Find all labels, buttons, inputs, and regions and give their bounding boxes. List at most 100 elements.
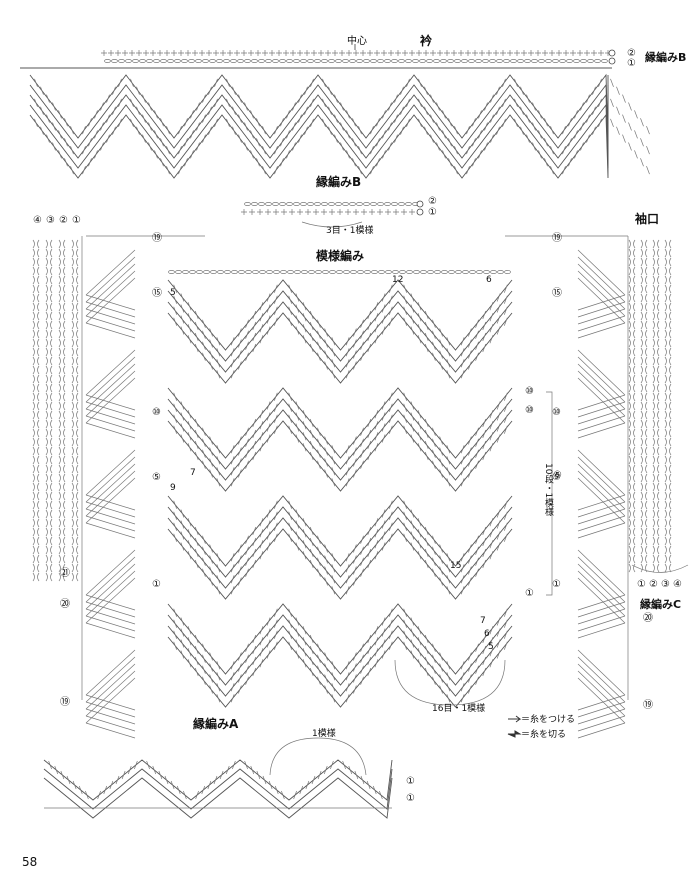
left-column-diagonal: [85, 649, 136, 711]
pattern-left-number-5: 5: [170, 288, 176, 298]
sleeve-bottom-mark-2: ②: [649, 579, 658, 590]
left-column-diagonal: [85, 249, 136, 311]
sleeve-mark-19-top: ⑲: [552, 232, 562, 244]
pattern-top-number-12: 12: [392, 275, 403, 285]
sleeve-column-diagonal: [577, 663, 626, 725]
sleeve-mark-10: ⑩: [552, 407, 561, 418]
pattern-zigzag-row-stitches: [173, 414, 508, 476]
edging-a-row-mark-1b: ①: [406, 793, 415, 804]
pattern-zigzag-row: [167, 398, 513, 470]
pattern-zigzag-row: [167, 301, 513, 373]
left-column-diagonal: [85, 477, 136, 539]
collar-row-mark-1: ①: [627, 58, 636, 69]
collar-edge-row-2: [101, 50, 611, 56]
sleeve-column-diagonal: [577, 249, 626, 311]
pattern-right-number-6: 6: [484, 629, 490, 639]
pattern-zigzag-row-stitches: [173, 295, 508, 357]
sleeve-column-diagonal: [577, 356, 626, 418]
pattern-zigzag-row: [167, 517, 513, 589]
sleeve-mark-5: ⑤: [552, 472, 561, 483]
edging-a-repeat-arc: [269, 737, 367, 776]
sleeve-column-diagonal: [577, 670, 626, 732]
sleeve-column-diagonal: [577, 656, 626, 718]
collar-zigzag-row: [29, 113, 609, 179]
sleeve-column-diagonal: [577, 556, 626, 618]
left-column-stitches: [71, 239, 79, 582]
sleeve-edge-mark-20: ⑳: [643, 612, 653, 624]
edging-b-row-1: [241, 209, 423, 215]
sleeve-column-stitches: [652, 239, 660, 573]
pattern-zigzag-row: [167, 614, 513, 686]
row-marker-dot: [608, 57, 616, 65]
edging-b-title: 縁編みB: [316, 174, 361, 189]
sleeve-mark-1: ①: [552, 579, 561, 590]
sleeve-bottom-mark-4: ④: [673, 579, 682, 590]
collar-zigzag-row-stitches: [34, 98, 650, 155]
sleeve-column-diagonal: [577, 263, 626, 325]
left-column-diagonal: [85, 463, 136, 525]
sleeve-column-stitches: [664, 239, 672, 573]
pattern-right-number-7: 7: [480, 616, 486, 626]
collar-center-label: 中心: [347, 34, 367, 47]
left-column-diagonal: [85, 656, 136, 718]
sleeve-edge-c: [631, 564, 689, 573]
left-mark-1: ①: [152, 579, 161, 590]
page-number: 58: [22, 855, 37, 869]
pattern-zigzag-row: [167, 603, 513, 675]
edging-a-zigzag-row: [43, 777, 393, 819]
left-column-diagonal: [85, 556, 136, 618]
pattern-right-mark-10-b: ⑩: [525, 405, 534, 416]
pattern-left-number-7: 7: [190, 468, 196, 478]
sleeve-column-diagonal: [577, 370, 626, 432]
edging-a-row-mark-1a: ①: [406, 776, 415, 787]
pattern-top-number-6: 6: [486, 275, 492, 285]
left-column-diagonal: [85, 456, 136, 518]
pattern-zigzag-row-stitches: [173, 641, 508, 703]
sleeve-column-diagonal: [577, 277, 626, 339]
left-column-diagonal: [85, 570, 136, 632]
left-column-diagonal: [85, 670, 136, 732]
pattern-zigzag-row: [167, 636, 513, 708]
edging-a-repeat-label: 1模様: [312, 727, 336, 739]
left-top-mark-3: ③: [46, 215, 55, 226]
sleeve-column-diagonal: [577, 270, 626, 332]
left-column-diagonal: [85, 270, 136, 332]
pattern-zigzag-row: [167, 279, 513, 351]
left-column-stitches: [32, 239, 40, 582]
left-column-diagonal: [85, 356, 136, 418]
left-column-diagonal: [85, 277, 136, 339]
pattern-zigzag-row-stitches: [173, 608, 508, 670]
pattern-zigzag-row: [167, 312, 513, 384]
left-column-diagonal: [85, 363, 136, 425]
sleeve-mark-19-bottom: ⑲: [643, 699, 653, 711]
sleeve-column-diagonal: [577, 363, 626, 425]
chart-drawing: [20, 44, 689, 819]
left-column-diagonal: [85, 663, 136, 725]
pattern-zigzag-row-stitches: [173, 425, 508, 487]
sleeve-column-diagonal: [577, 577, 626, 639]
collar-zigzag-row-stitches: [34, 78, 650, 135]
pattern-bottom-label: 16目・1模様: [432, 702, 485, 714]
left-column-diagonal: [85, 256, 136, 318]
collar-edge-row-1: [104, 59, 608, 63]
pattern-row-repeat-mark: ⑤: [553, 470, 562, 481]
sleeve-column-diagonal: [577, 256, 626, 318]
sleeve-column-diagonal: [577, 463, 626, 525]
pattern-zigzag-row: [167, 387, 513, 459]
left-column-diagonal: [85, 349, 136, 411]
collar-row-mark-2: ②: [627, 48, 636, 59]
pattern-zigzag-row-stitches: [173, 317, 508, 379]
left-mark-19-top: ⑲: [152, 232, 162, 244]
sleeve-column-diagonal: [577, 456, 626, 518]
pattern-zigzag-row-stitches: [173, 630, 508, 692]
sleeve-title: 袖口: [635, 211, 659, 226]
pattern-zigzag-row-stitches: [173, 306, 508, 368]
sleeve-column-diagonal: [577, 477, 626, 539]
sleeve-column-diagonal: [577, 377, 626, 439]
collar-zigzag-row: [29, 73, 609, 139]
pattern-zigzag-row: [167, 290, 513, 362]
edging-a-zigzag-row: [43, 759, 393, 801]
edging-b-repeat-label: 3目・1模様: [326, 224, 373, 236]
edging-b-row-mark-1: ①: [428, 207, 437, 218]
left-column-diagonal: [85, 377, 136, 439]
